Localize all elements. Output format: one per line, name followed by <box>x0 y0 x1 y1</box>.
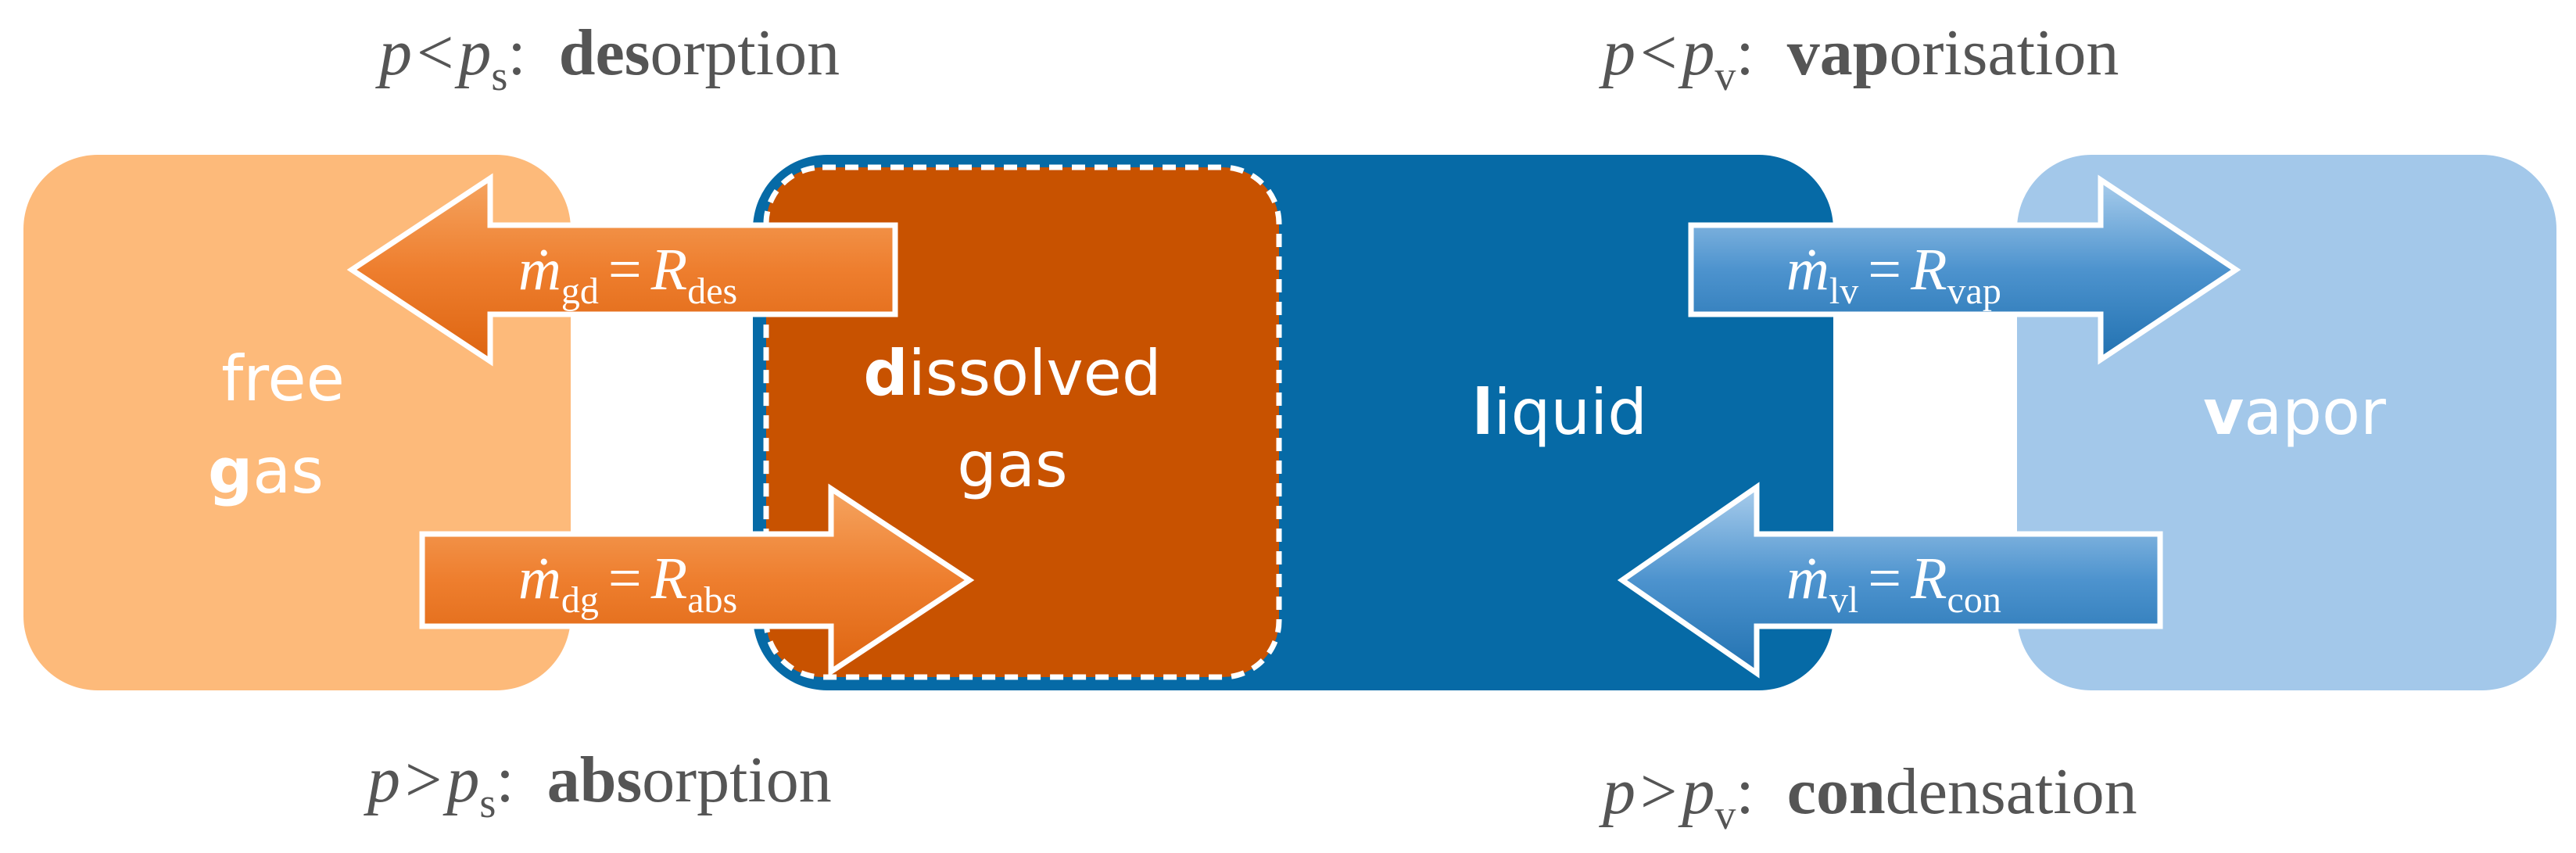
condensation-arrow <box>1617 482 2163 679</box>
vapor-label: vapor <box>2203 376 2386 449</box>
liquid-label: liquid <box>1472 376 1647 449</box>
absorption-condition: p>ps:absorption <box>364 744 832 826</box>
dissolved-gas-label-line1: dissolved <box>863 337 1161 410</box>
condensation-rate-label: ṁvl=Rcon <box>1786 546 2001 621</box>
free-gas-label-line2: gas <box>208 435 324 507</box>
vaporisation-arrow <box>1688 174 2241 365</box>
desorption-condition: p<ps:desorption <box>375 16 840 99</box>
vaporisation-condition: p<pv:vaporisation <box>1599 16 2119 99</box>
desorption-arrow <box>346 173 898 367</box>
vaporisation-rate-label: ṁlv=Rvap <box>1786 237 2001 312</box>
absorption-arrow <box>419 483 975 677</box>
condensation-condition: p>pv:condensation <box>1599 755 2137 838</box>
dissolved-gas-label-line2: gas <box>957 428 1067 501</box>
absorption-rate-label: ṁdg=Rabs <box>518 546 737 621</box>
free-gas-label-line1: free <box>221 342 345 415</box>
desorption-rate-label: ṁgd=Rdes <box>518 237 737 312</box>
